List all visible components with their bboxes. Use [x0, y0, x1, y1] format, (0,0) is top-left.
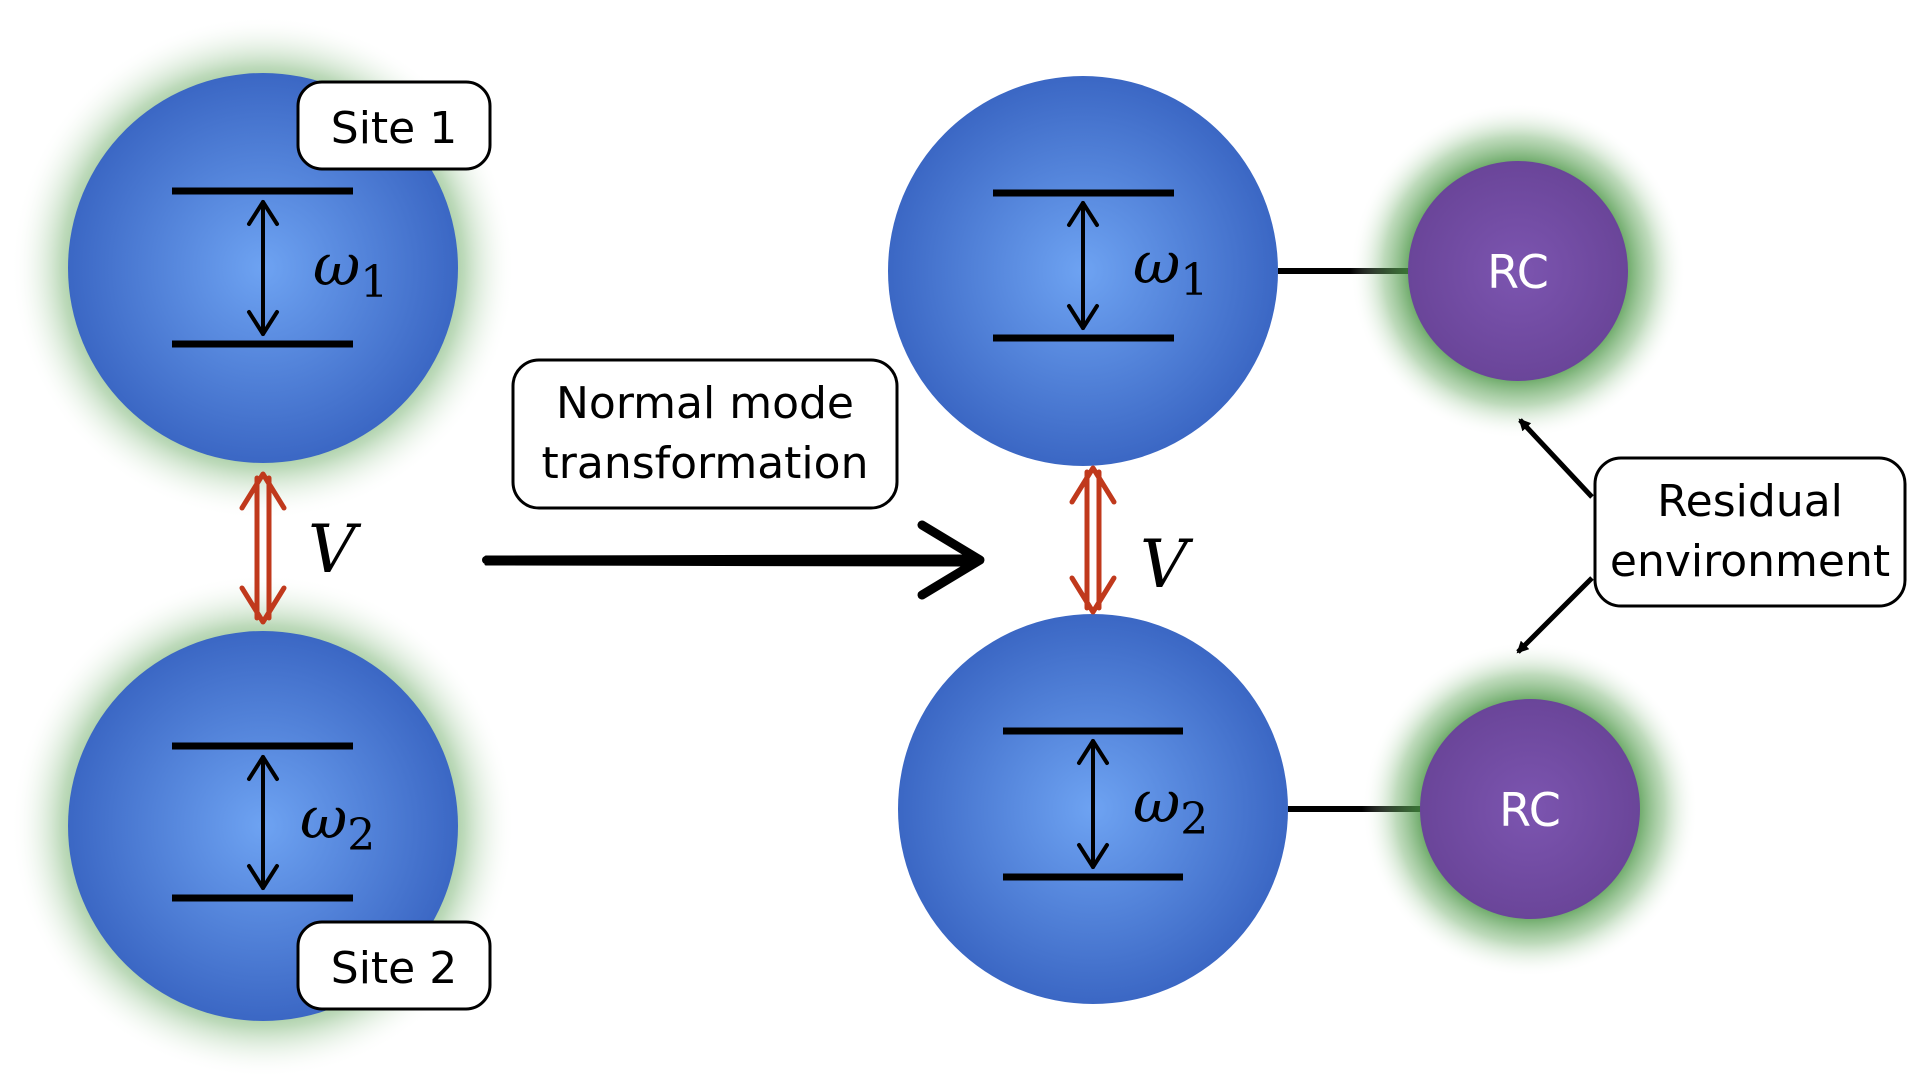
- mode-2-node: ω2: [898, 614, 1288, 1004]
- omega-1-symbol-left: ω1: [313, 231, 388, 308]
- transformation-label-box: Normal mode transformation: [511, 358, 899, 510]
- rc-top-node: RC: [1350, 103, 1686, 439]
- omega-2-symbol-right: ω2: [1133, 768, 1208, 845]
- left-coupling-arrow-icon: [239, 471, 287, 625]
- right-coupling-arrow-icon: [1069, 465, 1117, 615]
- residual-label-line-1: Residual: [1657, 476, 1843, 527]
- rc-bottom-node: RC: [1362, 641, 1698, 977]
- site-2-label-box: Site 2: [296, 920, 492, 1011]
- rc-top-sphere: [1408, 161, 1628, 381]
- mode-1-node: ω1: [888, 76, 1278, 466]
- site-1-label-box: Site 1: [296, 80, 492, 171]
- transformation-label-line-2: transformation: [542, 438, 869, 489]
- site-1-transition-arrow-icon: [247, 200, 279, 336]
- rc-bottom-sphere: [1420, 699, 1640, 919]
- residual-arrow-down-icon: [1516, 576, 1594, 654]
- transformation-arrow-icon: [482, 520, 985, 600]
- coupling-v-left: V: [308, 511, 362, 588]
- site-2-label: Site 2: [331, 943, 457, 994]
- omega-1-symbol-right: ω1: [1133, 229, 1208, 306]
- transformation-label-line-1: Normal mode: [556, 378, 854, 429]
- residual-label-line-2: environment: [1610, 536, 1890, 587]
- mode-1-transition-arrow-icon: [1067, 201, 1099, 330]
- residual-environment-label-box: Residual environment: [1593, 456, 1907, 608]
- residual-arrow-up-icon: [1518, 418, 1594, 499]
- rc-top-label: RC: [1487, 245, 1549, 299]
- site-2-transition-arrow-icon: [247, 755, 279, 890]
- omega-2-symbol-left: ω2: [300, 784, 375, 861]
- coupling-v-right: V: [1140, 526, 1194, 603]
- rc-bottom-label: RC: [1499, 783, 1561, 837]
- site-1-label: Site 1: [331, 103, 457, 154]
- mode-2-transition-arrow-icon: [1077, 739, 1109, 869]
